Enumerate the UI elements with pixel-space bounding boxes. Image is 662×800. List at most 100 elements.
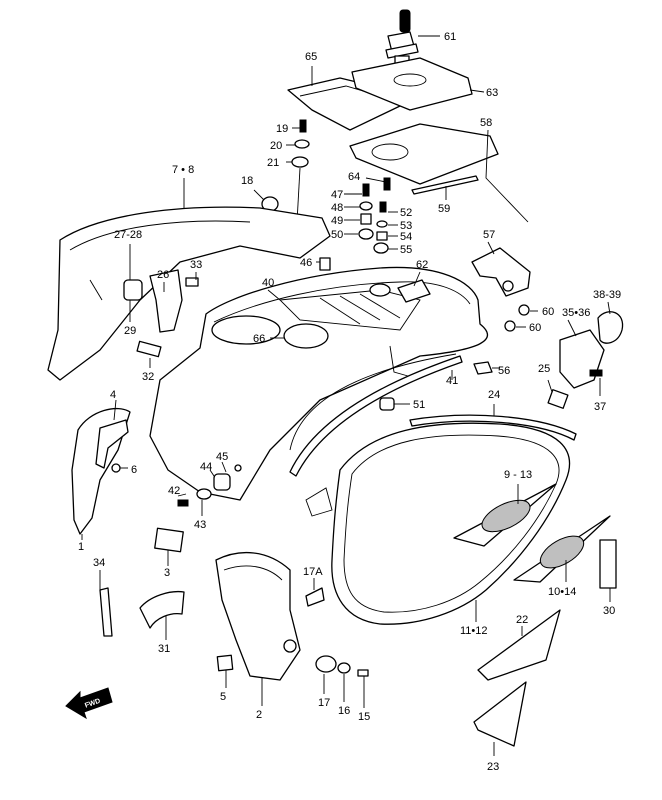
small-pad-part: [473, 361, 493, 375]
callout-7-8: 7 • 8: [172, 164, 194, 176]
bolt-set-42-45: [177, 464, 242, 507]
callout-20: 20: [270, 140, 282, 152]
callout-38-39: 38-39: [593, 289, 621, 301]
callout-31: 31: [158, 643, 170, 655]
tank-emblem-upper: [453, 483, 557, 547]
callout-25: 25: [538, 363, 550, 375]
callout-41: 41: [446, 375, 458, 387]
callout-19: 19: [276, 123, 288, 135]
mount-bracket-part: [397, 279, 431, 303]
end-cap-part: [597, 311, 624, 344]
callout-10-14: 10•14: [548, 586, 576, 598]
callout-35-36: 35•36: [562, 307, 590, 319]
instrument-panel-part: [349, 123, 499, 185]
strap-part: [99, 587, 113, 637]
heat-shield-part: [139, 590, 185, 629]
callout-1: 1: [78, 541, 84, 553]
callout-53: 53: [400, 220, 412, 232]
callout-33: 33: [190, 259, 202, 271]
leader-58: [485, 129, 529, 223]
callout-37: 37: [594, 401, 606, 413]
callout-60b: 60: [529, 322, 541, 334]
small-plate-part: [216, 654, 234, 672]
callout-54: 54: [400, 231, 412, 243]
callout-24: 24: [488, 389, 500, 401]
callout-17a: 17A: [303, 566, 323, 578]
callout-32: 32: [142, 371, 154, 383]
callout-6: 6: [131, 464, 137, 476]
callout-21: 21: [267, 157, 279, 169]
rear-bracket-part: [471, 247, 531, 297]
callout-56: 56: [498, 365, 510, 377]
callout-64: 64: [348, 171, 360, 183]
callout-11-12: 11•12: [460, 625, 488, 637]
callout-30: 30: [603, 605, 615, 617]
callout-17: 17: [318, 697, 330, 709]
callout-60a: 60: [542, 306, 554, 318]
cushion-part: [379, 397, 395, 411]
callout-labels: 61 65 63 58 19 20 21 7 • 8 18 64 47 48 4…: [78, 31, 621, 773]
forward-direction-icon: FWD: [65, 687, 113, 720]
callout-23: 23: [487, 761, 499, 773]
callout-27-28: 27-28: [114, 229, 142, 241]
callout-46: 46: [300, 257, 312, 269]
callout-61: 61: [444, 31, 456, 43]
callout-5: 5: [220, 691, 226, 703]
callout-15: 15: [358, 711, 370, 723]
callout-47: 47: [331, 189, 343, 201]
callout-40: 40: [262, 277, 274, 289]
side-cover-part: [47, 206, 331, 381]
pad-part: [547, 389, 569, 409]
callout-50: 50: [331, 229, 343, 241]
trim-strip-part: [411, 175, 479, 195]
tank-emblem-lower: [513, 515, 611, 583]
long-seal-part: [289, 355, 463, 477]
callout-29: 29: [124, 325, 136, 337]
fuel-cap-part: [385, 9, 419, 67]
plate-part: [154, 527, 184, 553]
callout-57: 57: [483, 229, 495, 241]
callout-49: 49: [331, 215, 343, 227]
leader-40: [267, 289, 281, 301]
callout-62: 62: [416, 259, 428, 271]
emblem-strip-part: [599, 539, 617, 589]
callout-42: 42: [168, 485, 180, 497]
callout-58: 58: [480, 117, 492, 129]
callout-4: 4: [110, 389, 116, 401]
callout-16: 16: [338, 705, 350, 717]
bracket-part: [149, 269, 183, 333]
knee-pad-upper-part: [477, 609, 561, 681]
callout-45: 45: [216, 451, 228, 463]
callout-48: 48: [331, 202, 343, 214]
damper-part: [123, 279, 143, 301]
bolt-stack-19-21: [291, 119, 310, 168]
callout-52: 52: [400, 207, 412, 219]
callout-18: 18: [241, 175, 253, 187]
console-top-part: [351, 57, 473, 111]
callout-22: 22: [516, 614, 528, 626]
callout-2: 2: [256, 709, 262, 721]
callout-34: 34: [93, 557, 105, 569]
callout-43: 43: [194, 519, 206, 531]
knee-pad-lower-part: [473, 681, 527, 747]
callout-9-13: 9 - 13: [504, 469, 532, 481]
callout-65: 65: [305, 51, 317, 63]
callout-51: 51: [413, 399, 425, 411]
callout-26: 26: [157, 269, 169, 281]
callout-66: 66: [253, 333, 265, 345]
callout-63: 63: [486, 87, 498, 99]
side-bracket-part: [559, 329, 605, 389]
nut-part: [518, 304, 530, 316]
callout-59: 59: [438, 203, 450, 215]
tank-trim-ring-part: [331, 422, 571, 625]
callout-3: 3: [164, 567, 170, 579]
grommet-set-15-17: [315, 655, 369, 677]
upper-trim-strip-part: [409, 414, 577, 441]
side-trim-part: [95, 419, 129, 469]
clip-part: [319, 257, 331, 271]
leader-63: [469, 89, 485, 93]
fastener-stack-47-55: [358, 177, 391, 254]
lower-cover-part: [215, 551, 301, 681]
